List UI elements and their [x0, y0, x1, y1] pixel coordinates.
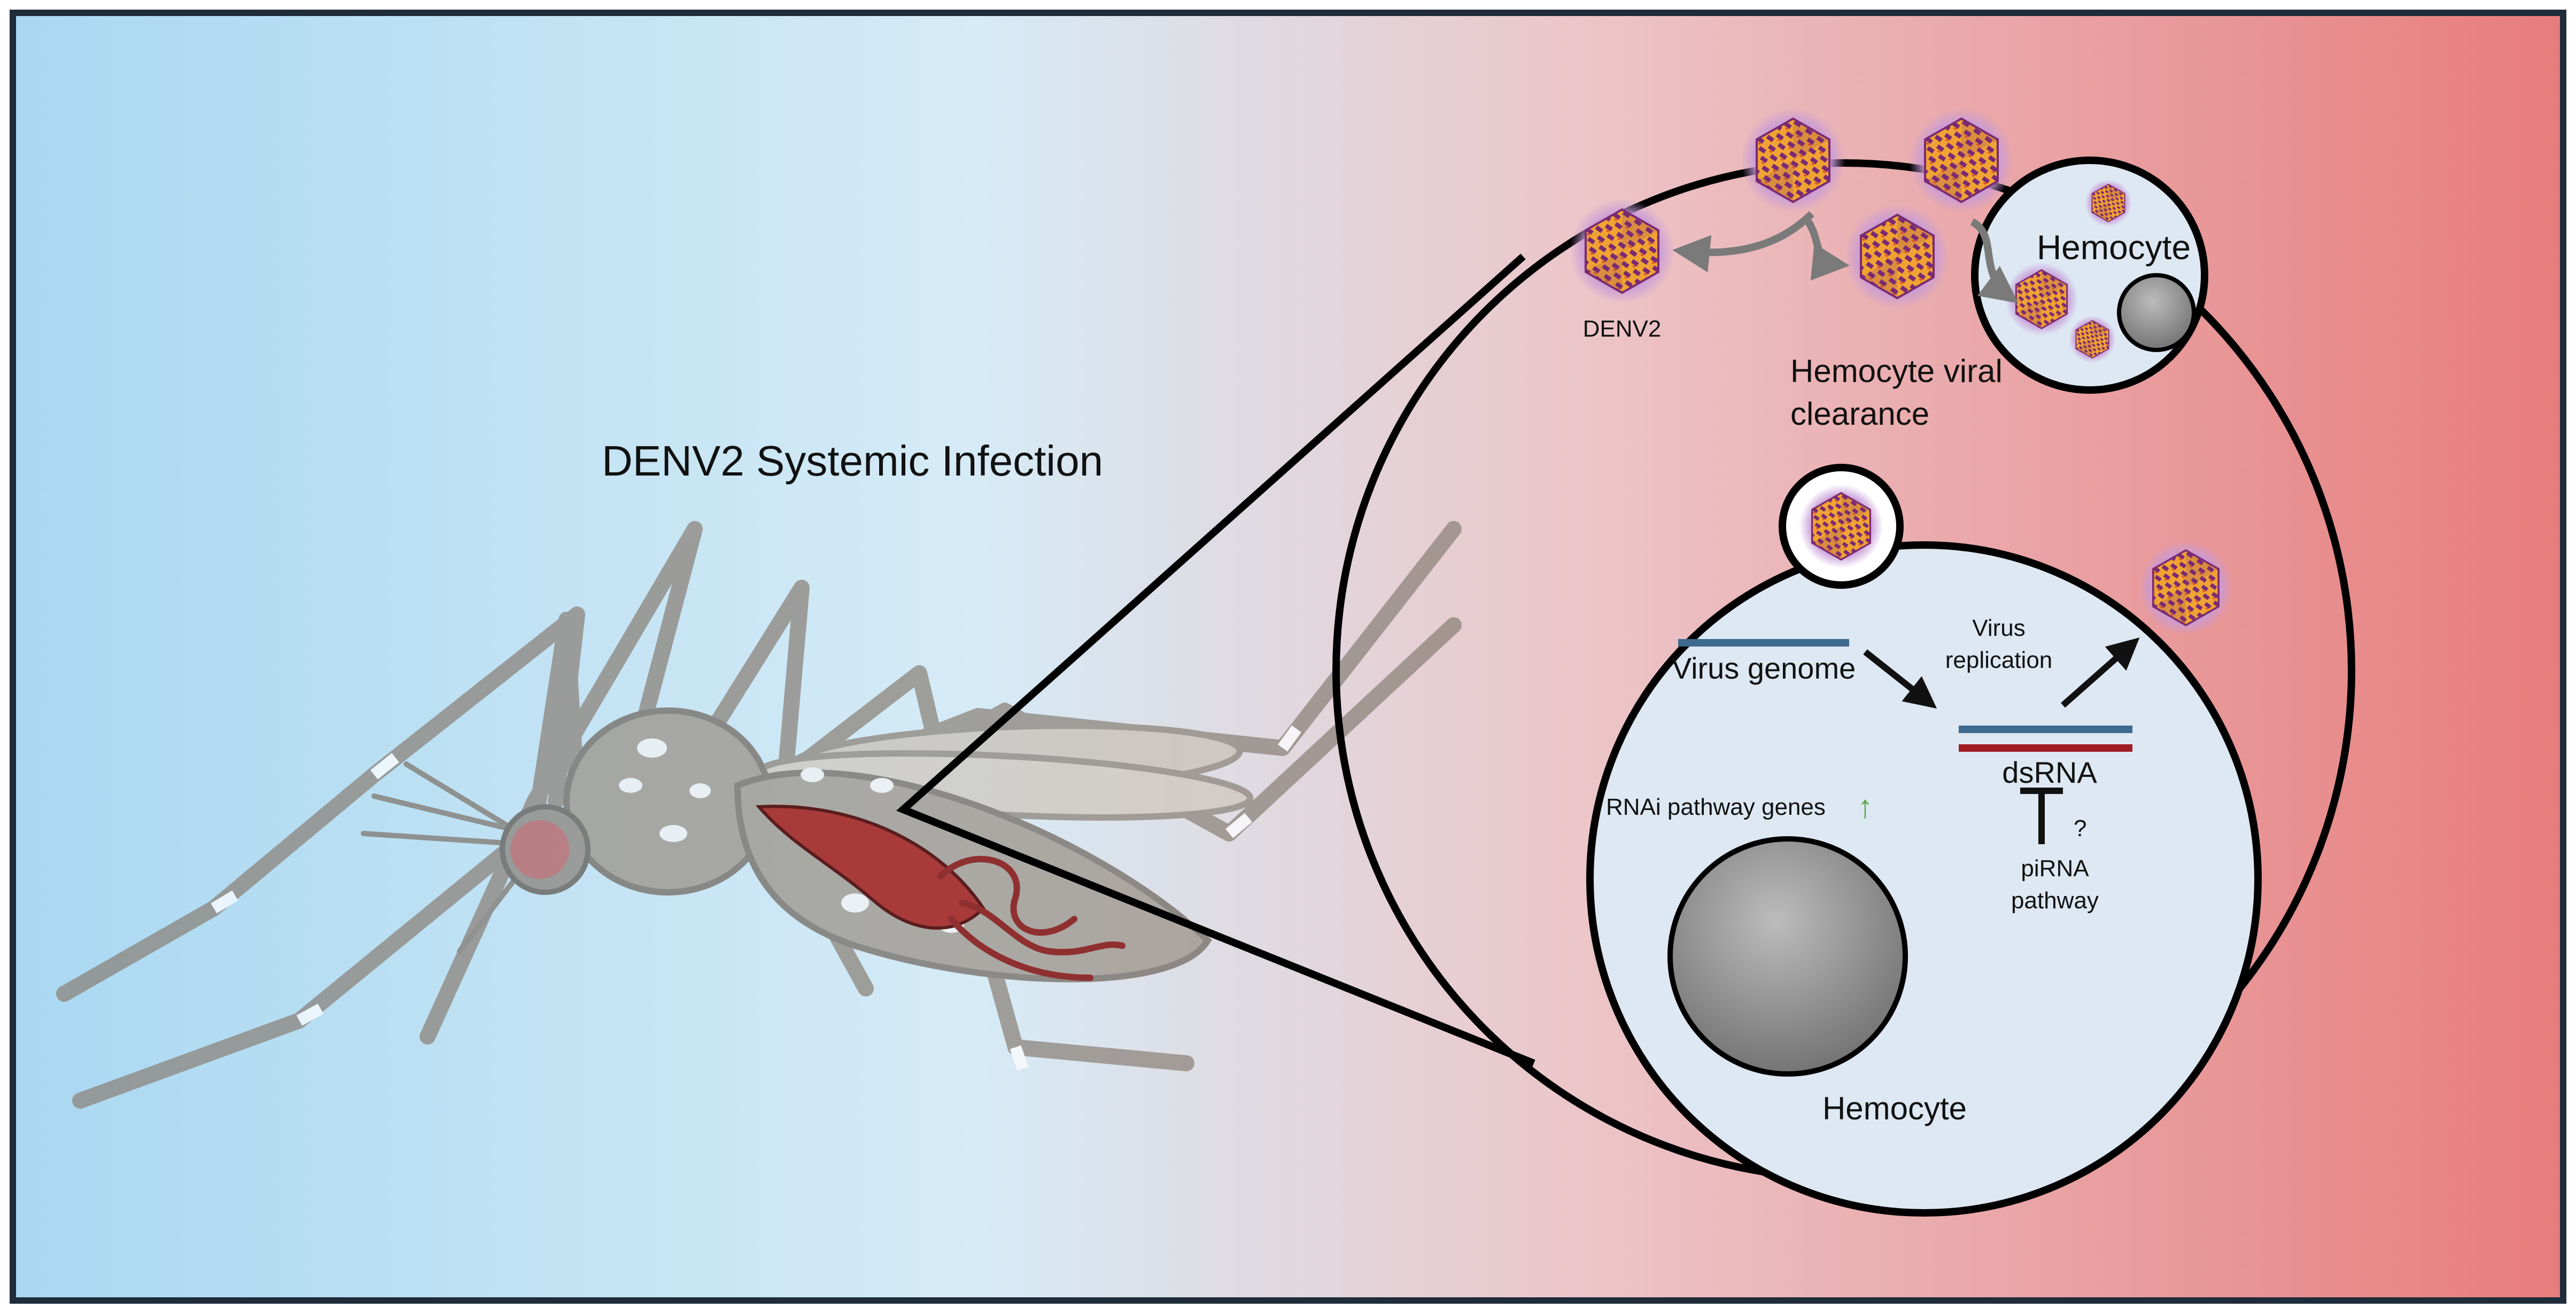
large-hemocyte-label: Hemocyte [1822, 1091, 1967, 1126]
small-hemocyte-nucleus [2117, 273, 2196, 352]
large-hemocyte-section: Virus genome Virus replication dsRNA ? p… [1586, 464, 2262, 1217]
replication-label-line2: replication [1945, 647, 2053, 673]
arrow-replication [2061, 637, 2140, 708]
virus-icon [2084, 179, 2132, 227]
virus-icon [2004, 262, 2079, 337]
clearance-label-line1: Hemocyte viral [1790, 353, 2003, 389]
arrow-genome-to-dsrna [1863, 649, 1937, 709]
replication-label-line1: Virus [1972, 615, 2025, 641]
rnai-label: RNAi pathway genes [1606, 794, 1826, 820]
arrow-to-virus [1803, 216, 1850, 281]
virus-icon [2138, 540, 2234, 636]
question-mark: ? [2074, 815, 2086, 842]
virus-icon [2068, 315, 2116, 363]
dsrna-label: dsRNA [2002, 756, 2097, 789]
arrow-to-virus [1672, 211, 1814, 272]
viral-clearance-section: Hemocyte DENV2 Hemocyte viral clearance [1569, 107, 2208, 432]
up-arrow-icon: ↑ [1857, 789, 1873, 824]
small-hemocyte-label: Hemocyte [2037, 228, 2191, 267]
mosquito-gut [755, 805, 1126, 981]
mosquito-illustration [56, 521, 1462, 1109]
large-hemocyte-nucleus [1667, 836, 1908, 1077]
pirna-label-line1: piRNA [2021, 855, 2089, 882]
virus-label: DENV2 [1583, 316, 1662, 342]
figure-title: DENV2 Systemic Infection [602, 437, 1103, 485]
zoom-indicator-lines [896, 253, 1535, 1067]
arrow-to-hemocyte [1970, 218, 2019, 303]
virus-icon [1740, 107, 1846, 214]
clearance-label-line2: clearance [1790, 396, 1929, 432]
virus-icon [1798, 484, 1884, 569]
pirna-label-line2: pathway [2011, 887, 2099, 914]
virus-icon [1908, 107, 2015, 214]
virus-icon [1844, 203, 1951, 310]
virus-genome-label: Virus genome [1672, 651, 1856, 685]
virus-icon [1569, 198, 1675, 305]
